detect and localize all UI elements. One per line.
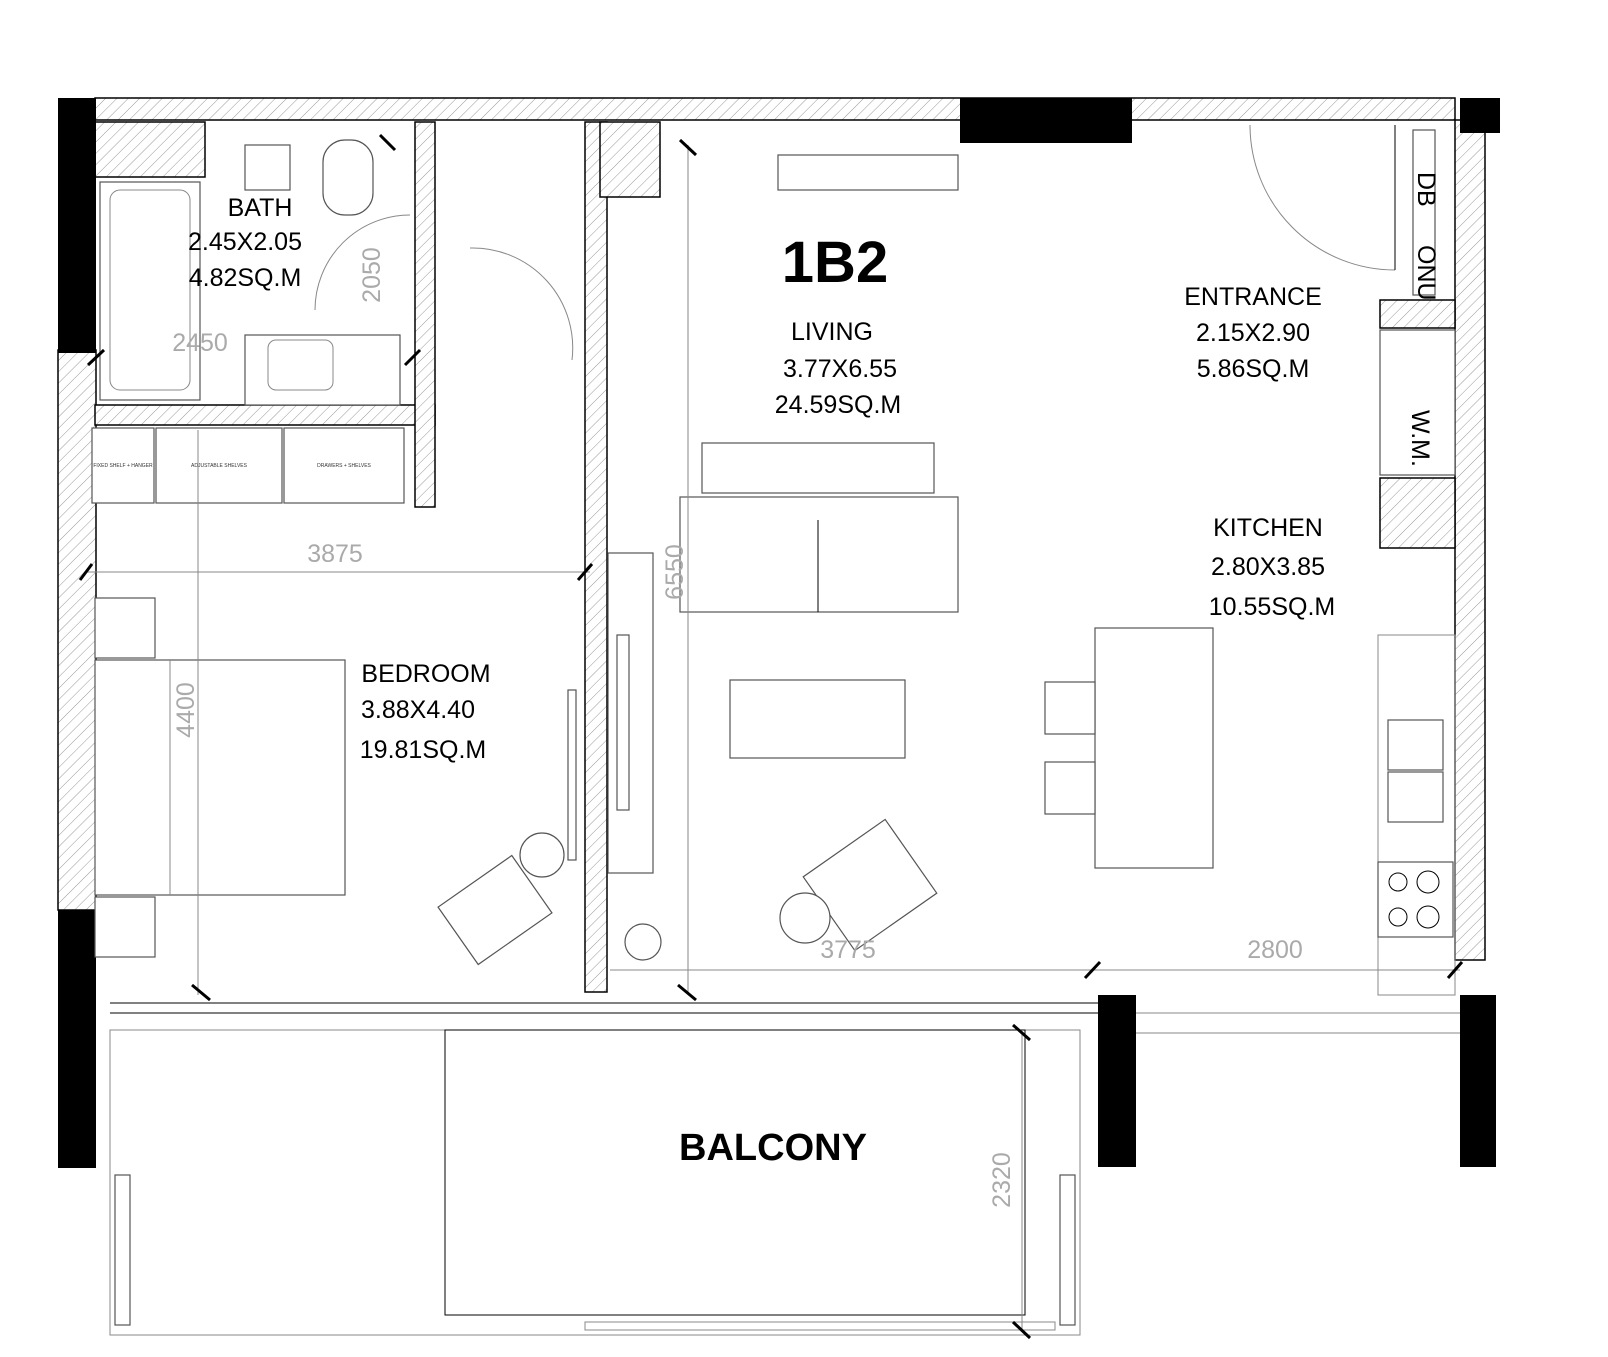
room-entrance: ENTRANCE 2.15X2.90 5.86SQ.M [1184, 283, 1322, 383]
wardrobe-label-adjustable: ADJUSTABLE SHELVES [191, 463, 248, 469]
room-area: 19.81SQ.M [360, 736, 486, 764]
room-bedroom: BEDROOM 3.88X4.40 19.81SQ.M [360, 660, 491, 764]
room-area: 4.82SQ.M [189, 264, 302, 292]
room-size: 2.15X2.90 [1196, 319, 1310, 347]
room-balcony-name: BALCONY [679, 1127, 867, 1169]
room-size: 2.80X3.85 [1211, 553, 1325, 581]
wm-label: W.M. [1406, 410, 1434, 467]
wardrobe-label-drawers: DRAWERS + SHELVES [317, 463, 371, 469]
dim-balcony-depth: 2320 [988, 1152, 1016, 1208]
dim-kitchen-width: 2800 [1247, 936, 1303, 964]
room-name: LIVING [791, 318, 873, 346]
bath-fixtures [99, 139, 411, 406]
utility-cabinets: DB ONU W.M. [1406, 129, 1440, 467]
kitchen-fixtures [1044, 124, 1456, 996]
balcony [109, 1029, 1081, 1336]
dim-bath-depth: 2050 [358, 247, 386, 303]
room-size: 3.77X6.55 [783, 355, 897, 383]
bedroom-furniture [94, 247, 577, 966]
dimension-lines [78, 133, 1464, 1340]
wardrobe: FIXED SHELF + HANGER ADJUSTABLE SHELVES … [91, 427, 405, 504]
dim-living-depth: 6550 [661, 544, 689, 600]
dim-bath-width: 2450 [172, 329, 228, 357]
room-area: 24.59SQ.M [775, 391, 901, 419]
onu-label: ONU [1412, 245, 1440, 301]
facade-glazing [110, 1002, 1460, 1034]
dim-living-width: 3775 [820, 936, 876, 964]
room-name: BATH [228, 194, 293, 222]
room-name: BEDROOM [361, 660, 490, 688]
dim-bedroom-depth: 4400 [172, 682, 200, 738]
room-living: LIVING 3.77X6.55 24.59SQ.M [775, 318, 901, 419]
room-name: KITCHEN [1213, 514, 1323, 542]
unit-code: 1B2 [782, 230, 888, 295]
living-furniture [607, 154, 959, 961]
room-bath: BATH 2.45X2.05 4.82SQ.M [188, 194, 302, 292]
wardrobe-label-fixed: FIXED SHELF + HANGER [93, 463, 153, 469]
room-size: 3.88X4.40 [361, 696, 475, 724]
room-kitchen: KITCHEN 2.80X3.85 10.55SQ.M [1209, 514, 1335, 621]
room-area: 5.86SQ.M [1197, 355, 1310, 383]
db-label: DB [1412, 172, 1440, 207]
dim-bedroom-width: 3875 [307, 540, 363, 568]
room-name: ENTRANCE [1184, 283, 1322, 311]
structural-columns [58, 98, 1500, 1168]
room-area: 10.55SQ.M [1209, 593, 1335, 621]
room-size: 2.45X2.05 [188, 228, 302, 256]
